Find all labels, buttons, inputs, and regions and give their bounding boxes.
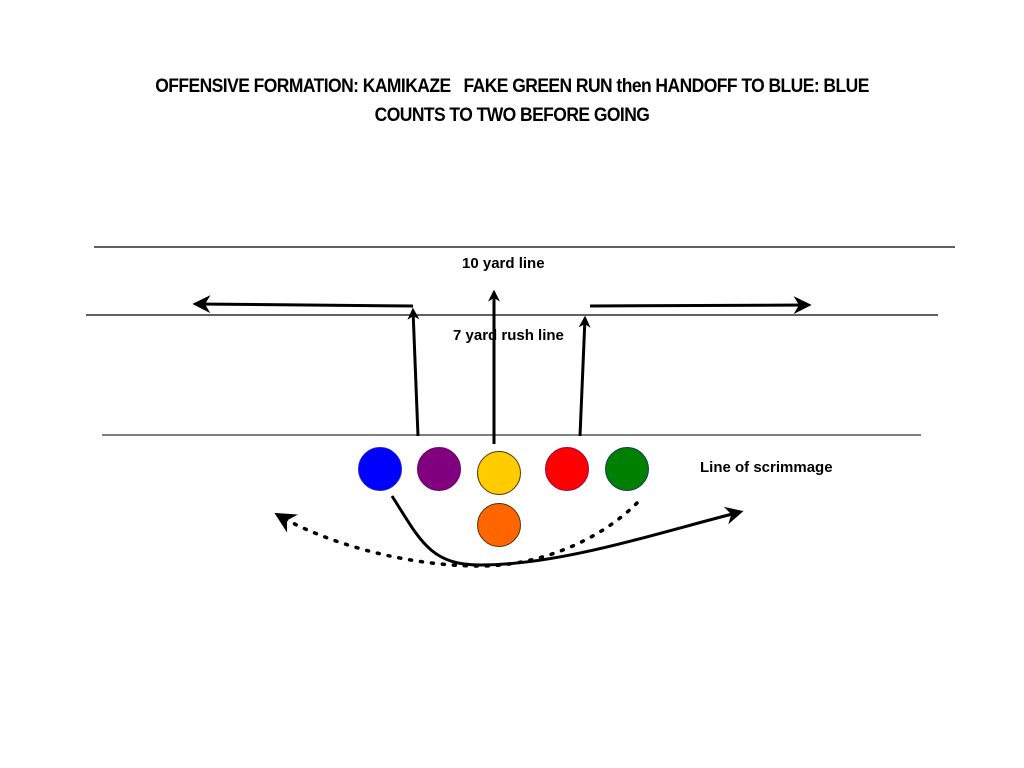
player-yellow — [477, 451, 521, 495]
red-route-up-arrow — [578, 315, 591, 437]
green-fake-run-path — [274, 501, 639, 568]
purple-route-left-arrow — [192, 295, 414, 314]
red-route-right-arrow — [589, 296, 812, 315]
purple-route-up-arrow — [407, 307, 420, 437]
ten-yard-line-label: 10 yard line — [462, 255, 545, 272]
play-title-line-1: OFFENSIVE FORMATION: KAMIKAZE FAKE GREEN… — [155, 76, 869, 97]
player-purple — [417, 447, 461, 491]
scrimmage-line-label: Line of scrimmage — [700, 459, 833, 476]
play-title: OFFENSIVE FORMATION: KAMIKAZE FAKE GREEN… — [96, 72, 928, 130]
play-title-line-2: COUNTS TO TWO BEFORE GOING — [374, 105, 650, 126]
player-red — [545, 447, 589, 491]
rush-line-label: 7 yard rush line — [453, 327, 564, 344]
player-orange — [477, 503, 521, 547]
player-blue — [358, 447, 402, 491]
player-green — [605, 447, 649, 491]
blue-handoff-run-path — [390, 495, 744, 567]
